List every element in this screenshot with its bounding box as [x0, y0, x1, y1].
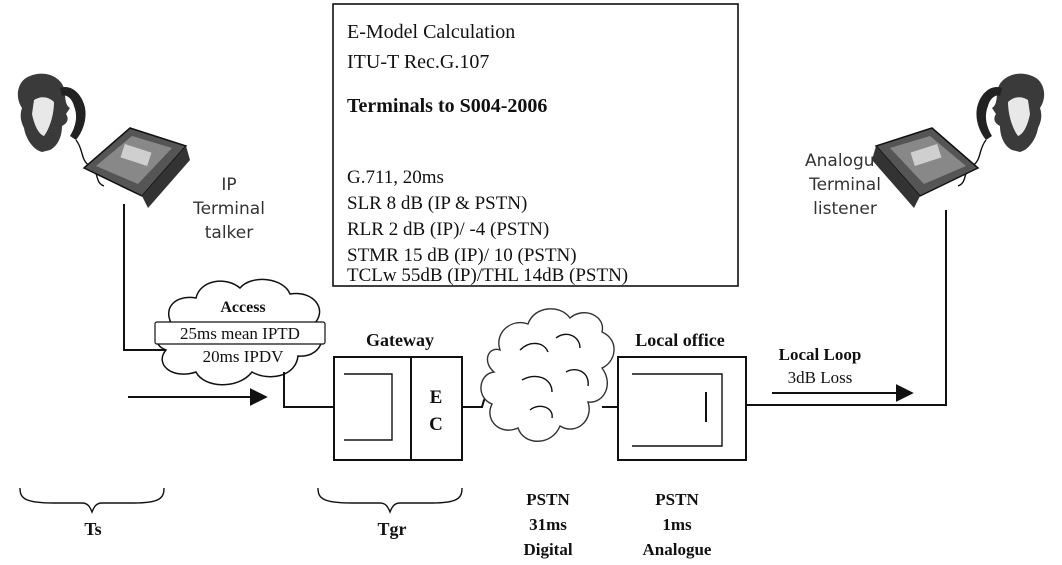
info-box-title-line1: E-Model Calculation [347, 21, 515, 43]
access-gateway-wire [283, 372, 334, 408]
talker-person-icon [17, 73, 105, 187]
ip-terminal-label-line3: talker [205, 223, 254, 243]
gateway-box [333, 356, 463, 461]
pstn-digital-label-line1: PSTN [526, 490, 570, 509]
local-loop-title: Local Loop [779, 345, 862, 364]
pstn-analogue-label-line3: Analogue [643, 540, 712, 559]
access-title: Access [220, 299, 265, 316]
analogue-terminal-label-line2: Terminal [808, 175, 881, 195]
ts-brace [19, 487, 165, 514]
local-office-title: Local office [635, 330, 724, 350]
local-office-box [617, 356, 747, 461]
access-ipdv: 20ms IPDV [203, 347, 284, 366]
local-loop-loss: 3dB Loss [788, 368, 853, 387]
info-box-param: TCLw 55dB (IP)/THL 14dB (PSTN) [347, 265, 628, 286]
info-box-title-line2: ITU-T Rec.G.107 [347, 51, 489, 73]
ip-phone-icon [82, 127, 190, 208]
analogue-phone-wire [706, 210, 947, 406]
info-box-heading: Terminals to S004-2006 [347, 95, 547, 117]
pstn-digital-label-line2: 31ms [529, 515, 567, 534]
listener-person-icon [957, 73, 1045, 187]
tgr-brace [317, 487, 463, 514]
tgr-label: Tgr [378, 519, 407, 539]
pstn-analogue-label-line2: 1ms [662, 515, 692, 534]
analogue-phone-icon [872, 127, 980, 208]
gateway-title: Gateway [366, 330, 434, 350]
info-box-param: SLR 8 dB (IP & PSTN) [347, 193, 527, 214]
ip-phone-wire [123, 204, 170, 351]
analogue-terminal-label-line3: listener [813, 199, 877, 219]
echo-canceller-c: C [429, 414, 443, 435]
ts-label: Ts [84, 519, 101, 539]
info-box-param: RLR 2 dB (IP)/ -4 (PSTN) [347, 219, 549, 240]
ip-terminal-label-line1: IP [221, 175, 236, 195]
access-iptd: 25ms mean IPTD [180, 324, 300, 343]
pstn-digital-label-line3: Digital [523, 540, 572, 559]
info-box-param: STMR 15 dB (IP)/ 10 (PSTN) [347, 245, 577, 266]
info-box: E-Model Calculation ITU-T Rec.G.107 Term… [332, 3, 739, 287]
pstn-analogue-label-line1: PSTN [655, 490, 699, 509]
echo-canceller-e: E [430, 387, 443, 408]
analogue-terminal-label-line1: Analogue [805, 151, 885, 171]
ip-terminal-label-line2: Terminal [192, 199, 265, 219]
pstn-cloud-icon [480, 308, 615, 442]
info-box-param: G.711, 20ms [347, 167, 444, 188]
